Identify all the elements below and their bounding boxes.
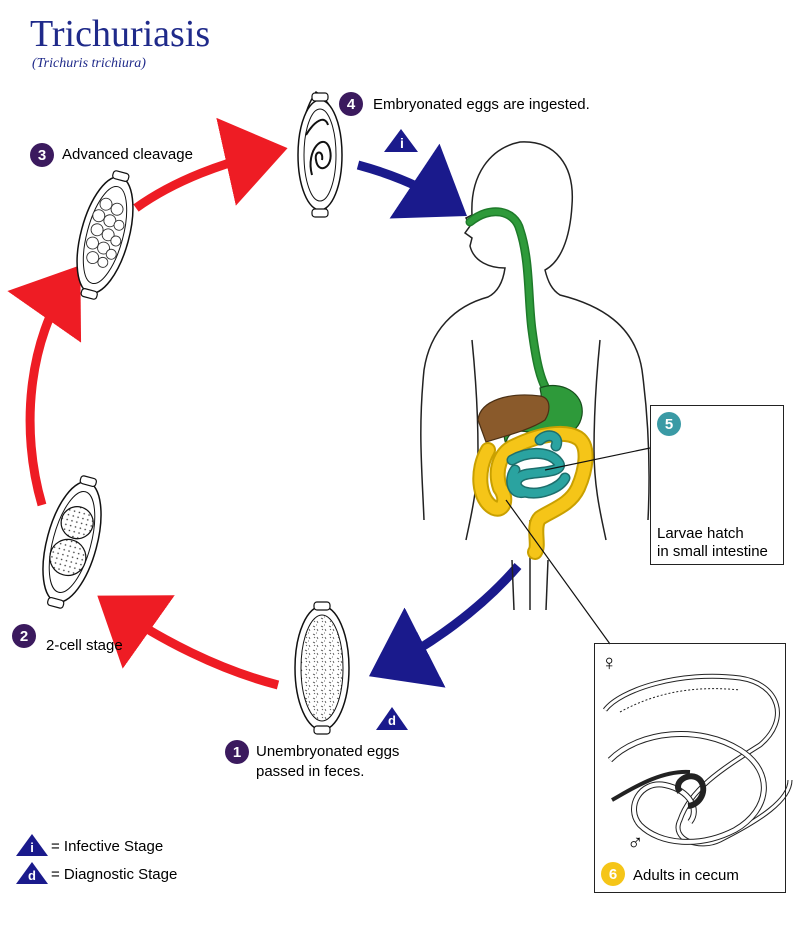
stage-3-label: Advanced cleavage	[62, 146, 193, 163]
liver	[477, 394, 550, 443]
egg-unembryonated	[294, 601, 350, 735]
legend-infective-letter: i	[30, 840, 34, 855]
stage-5-label-line1: Larvae hatch	[657, 525, 744, 542]
egg-advanced-cleavage	[76, 170, 134, 300]
female-symbol: ♀	[601, 650, 618, 675]
diagnostic-marker-letter: d	[388, 713, 396, 728]
box-adults-in-cecum: ♀ ♂ 6 Adults in cecum	[594, 643, 786, 893]
pointer-cecum	[505, 499, 611, 645]
legend-infective-text: = Infective Stage	[51, 838, 164, 855]
adult-worms-drawing	[603, 673, 793, 847]
legend-diagnostic-triangle	[16, 862, 48, 884]
diagnostic-marker-stage1	[376, 707, 408, 730]
stage-3-number: 3	[30, 143, 54, 167]
box-larvae-hatch: 5 Larvae hatch in small intestine	[650, 405, 784, 565]
stage-6-number: 6	[601, 862, 625, 886]
arrow-stage3-to-4	[133, 117, 288, 212]
male-symbol: ♂	[627, 830, 644, 855]
stage-5-number: 5	[657, 412, 681, 436]
arrow-stage1-to-2	[97, 595, 280, 690]
small-intestine	[506, 430, 571, 499]
stage-1-number: 1	[225, 740, 249, 764]
egg-2-cell	[42, 475, 102, 609]
stage-1-label-line1: Unembryonated eggs	[256, 743, 400, 760]
egg-embryonated	[297, 90, 343, 218]
legend-diagnostic-letter: d	[28, 868, 36, 883]
legend-diagnostic-text: = Diagnostic Stage	[51, 866, 178, 883]
arrow-ingestion	[356, 143, 467, 219]
stage-6-label: Adults in cecum	[633, 867, 739, 884]
arrow-passed-in-feces	[368, 563, 522, 688]
infective-marker-top	[384, 129, 418, 152]
infective-marker-letter: i	[400, 135, 404, 151]
stage-1-label-line2: passed in feces.	[256, 763, 365, 780]
page-subtitle: (Trichuris trichiura)	[32, 56, 146, 71]
stage-4-number: 4	[339, 92, 363, 116]
stage-2-label: 2-cell stage	[46, 637, 123, 654]
pointer-small-intestine	[544, 447, 651, 471]
legend-infective-triangle	[16, 834, 48, 856]
stage-2-number: 2	[12, 624, 36, 648]
stage-4-label: Embryonated eggs are ingested.	[373, 96, 590, 113]
human-body	[420, 141, 650, 611]
arrow-stage2-to-3	[7, 265, 82, 507]
page-title: Trichuriasis	[30, 13, 211, 55]
stage-5-label-line2: in small intestine	[657, 543, 768, 560]
